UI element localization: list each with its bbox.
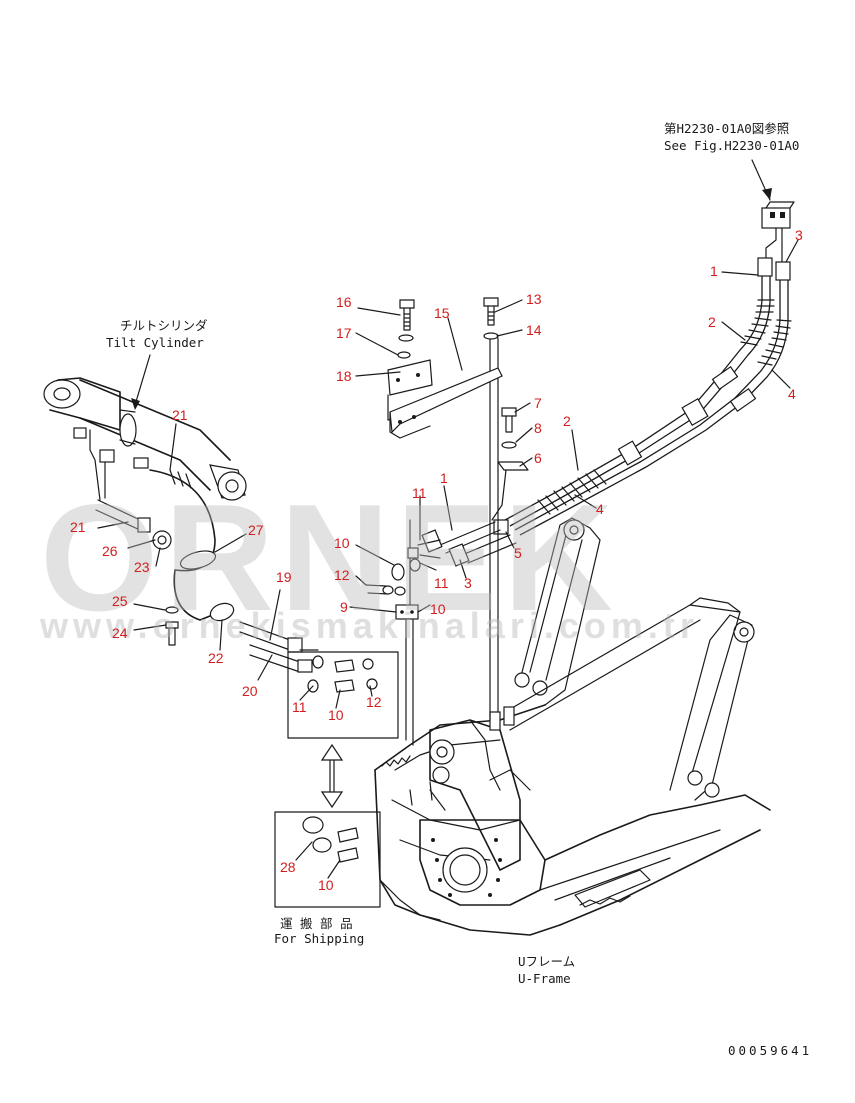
- callout-23: 23: [134, 559, 150, 575]
- reference-en: See Fig.H2230-01A0: [664, 138, 799, 153]
- callout-9: 9: [340, 599, 348, 615]
- callout-11: 11: [412, 485, 427, 501]
- callout-18: 18: [336, 368, 352, 384]
- tilt-cylinder-label-jp: チルトシリンダ: [120, 318, 208, 333]
- callout-2: 2: [563, 413, 571, 429]
- leader-lines: [97, 239, 799, 879]
- callout-2: 2: [708, 314, 716, 330]
- callout-10: 10: [328, 707, 344, 723]
- callout-20: 20: [242, 683, 258, 699]
- callout-3: 3: [795, 227, 803, 243]
- callout-4: 4: [596, 501, 604, 517]
- callout-11: 11: [292, 699, 307, 715]
- watermark: ORNEK www.ornekismakinalari.com.tr: [39, 473, 699, 646]
- for-shipping-label-en: For Shipping: [274, 931, 364, 946]
- callout-12: 12: [366, 694, 382, 710]
- watermark-url: www.ornekismakinalari.com.tr: [39, 605, 699, 646]
- callout-24: 24: [112, 625, 128, 641]
- u-frame: [374, 517, 771, 936]
- spring-guard-upper-2: [757, 319, 792, 366]
- callout-11: 11: [434, 575, 449, 591]
- callout-19: 19: [276, 569, 292, 585]
- callout-15: 15: [434, 305, 450, 321]
- callout-10: 10: [318, 877, 334, 893]
- callout-22: 22: [208, 650, 224, 666]
- callout-21: 21: [70, 519, 86, 535]
- u-frame-label-en: U-Frame: [518, 971, 571, 986]
- u-frame-label-jp: Uフレーム: [518, 954, 575, 969]
- callout-17: 17: [336, 325, 352, 341]
- callout-1: 1: [440, 470, 448, 486]
- watermark-brand: ORNEK: [40, 473, 619, 643]
- callout-7: 7: [534, 395, 542, 411]
- callout-14: 14: [526, 322, 542, 338]
- callout-12: 12: [334, 567, 350, 583]
- hose-assembly-right: [421, 159, 795, 721]
- drawing-number: 00059641: [728, 1043, 812, 1058]
- callout-26: 26: [102, 543, 118, 559]
- for-shipping-label-jp: 運 搬 部 品: [280, 916, 353, 931]
- callout-10: 10: [430, 601, 446, 617]
- spring-guard-lower: [537, 469, 607, 515]
- spring-guard-upper-1: [740, 299, 775, 346]
- callout-27: 27: [248, 522, 264, 538]
- callout-25: 25: [112, 593, 128, 609]
- detail-box-shipping: [274, 811, 381, 908]
- bracket-hardware: [365, 297, 529, 746]
- callout-6: 6: [534, 450, 542, 466]
- callout-16: 16: [336, 294, 352, 310]
- callout-1: 1: [710, 263, 718, 279]
- tilt-cylinder: [43, 354, 313, 673]
- detail-box-fittings: [287, 649, 399, 739]
- callout-4: 4: [788, 386, 796, 402]
- shipping-arrow: [320, 743, 344, 809]
- callout-8: 8: [534, 420, 542, 436]
- callout-10: 10: [334, 535, 350, 551]
- tilt-cylinder-label-en: Tilt Cylinder: [106, 335, 204, 350]
- callout-13: 13: [526, 291, 542, 307]
- callout-3: 3: [464, 575, 472, 591]
- reference-jp: 第H2230-01A0図参照: [664, 121, 789, 136]
- callout-21: 21: [172, 407, 188, 423]
- callout-28: 28: [280, 859, 296, 875]
- text-labels: 第H2230-01A0図参照 See Fig.H2230-01A0 チルトシリン…: [106, 121, 812, 1058]
- callout-5: 5: [514, 545, 522, 561]
- callouts: 1 3 2 4 16 13 17 15 14 18 7 8 2 6 21 1 4…: [70, 227, 803, 893]
